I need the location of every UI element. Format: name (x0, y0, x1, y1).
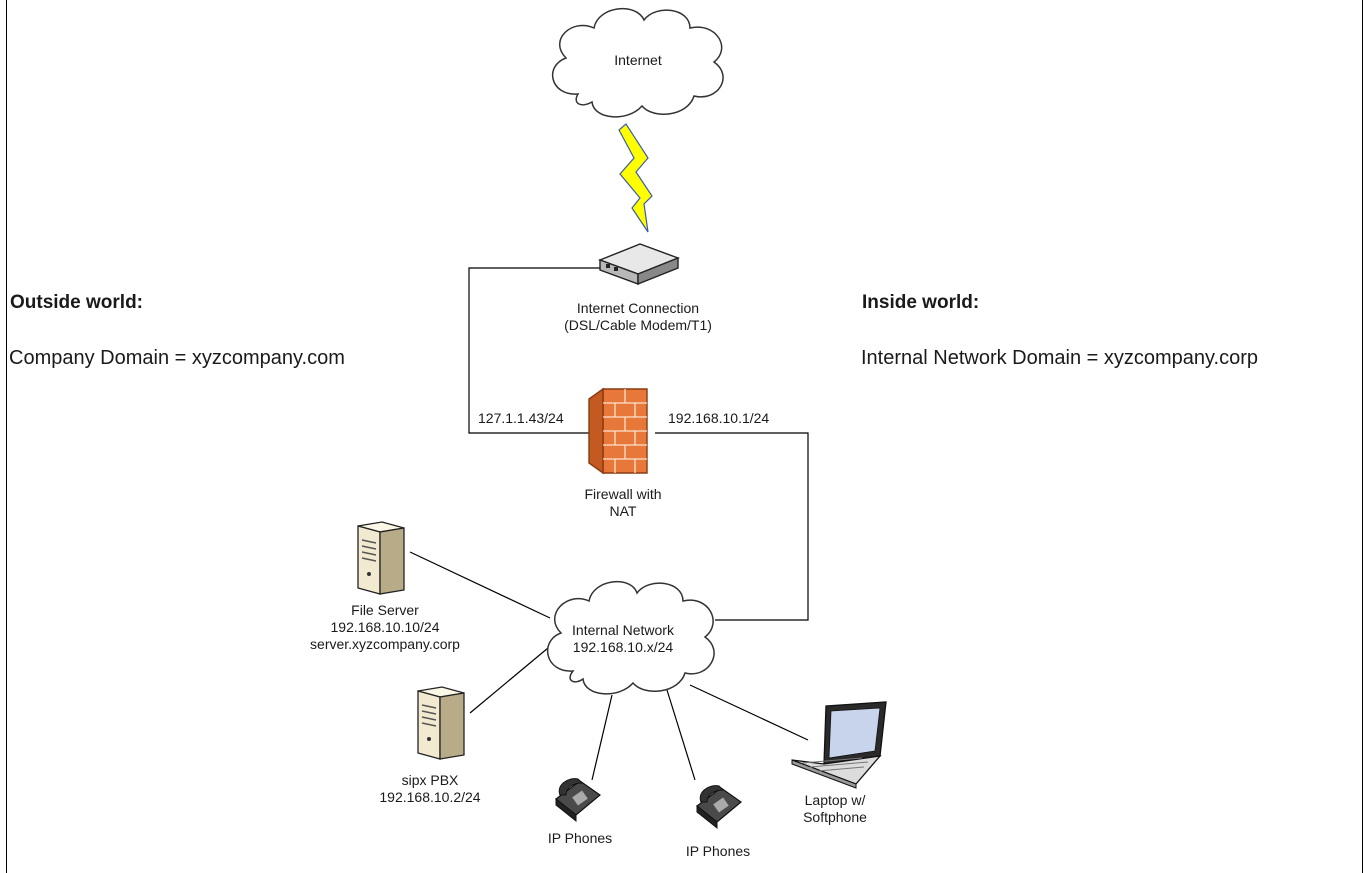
modem-label-line2: (DSL/Cable Modem/T1) (564, 317, 712, 333)
laptop-link (689, 684, 809, 741)
modem-to-firewall-line (468, 267, 600, 434)
internet-cloud-label: Internet (614, 52, 662, 68)
ip-phone-icon-2 (696, 785, 742, 830)
modem-label-line1: Internet Connection (576, 300, 700, 316)
laptop-label-line1: Laptop w/ (804, 792, 866, 808)
lightning-icon (618, 123, 653, 233)
firewall-to-internal-line (655, 432, 809, 621)
laptop-label: Laptop w/ Softphone (785, 792, 885, 826)
file-server-label-line1: File Server (351, 602, 419, 618)
pbx-label-line1: sipx PBX (401, 772, 459, 788)
laptop-icon (791, 701, 887, 789)
pbx-label-line2: 192.168.10.2/24 (379, 789, 481, 805)
ip-phone-label-2: IP Phones (685, 843, 751, 859)
inside-domain-text: Internal Network Domain = xyzcompany.cor… (861, 347, 1259, 369)
phone2-link (666, 689, 696, 781)
ip-phone-label-1: IP Phones (547, 830, 613, 846)
firewall-label-line2: NAT (609, 503, 637, 519)
file-server-label: File Server 192.168.10.10/24 server.xyzc… (290, 602, 480, 653)
pbx-link (469, 637, 561, 714)
laptop-label-line2: Softphone (803, 809, 867, 825)
ip-phone-icon-1 (555, 778, 601, 823)
internal-network-label: Internal Network 192.168.10.x/24 (548, 622, 698, 656)
phone1-link (591, 694, 613, 781)
firewall-outside-ip: 127.1.1.43/24 (478, 410, 564, 426)
modem-icon (598, 243, 680, 286)
internal-network-label-line1: Internal Network (572, 622, 674, 638)
firewall-label: Firewall with NAT (563, 486, 683, 520)
inside-world-heading: Inside world: (862, 292, 980, 313)
firewall-icon (588, 387, 648, 475)
internet-cloud-icon (551, 7, 724, 118)
frame-border-left (6, 0, 7, 873)
pbx-label: sipx PBX 192.168.10.2/24 (360, 772, 500, 806)
modem-label: Internet Connection (DSL/Cable Modem/T1) (548, 300, 728, 334)
file-server-label-line2: 192.168.10.10/24 (330, 619, 440, 635)
file-server-icon (357, 521, 405, 595)
firewall-label-line1: Firewall with (584, 486, 662, 502)
file-server-label-line3: server.xyzcompany.corp (310, 636, 460, 652)
outside-world-heading: Outside world: (10, 292, 143, 313)
file-server-link (409, 551, 551, 619)
outside-domain-text: Company Domain = xyzcompany.com (9, 347, 345, 369)
firewall-inside-ip: 192.168.10.1/24 (668, 410, 770, 426)
internal-network-label-line2: 192.168.10.x/24 (572, 639, 674, 655)
pbx-server-icon (417, 686, 465, 760)
internal-network-cloud-icon (546, 580, 715, 695)
